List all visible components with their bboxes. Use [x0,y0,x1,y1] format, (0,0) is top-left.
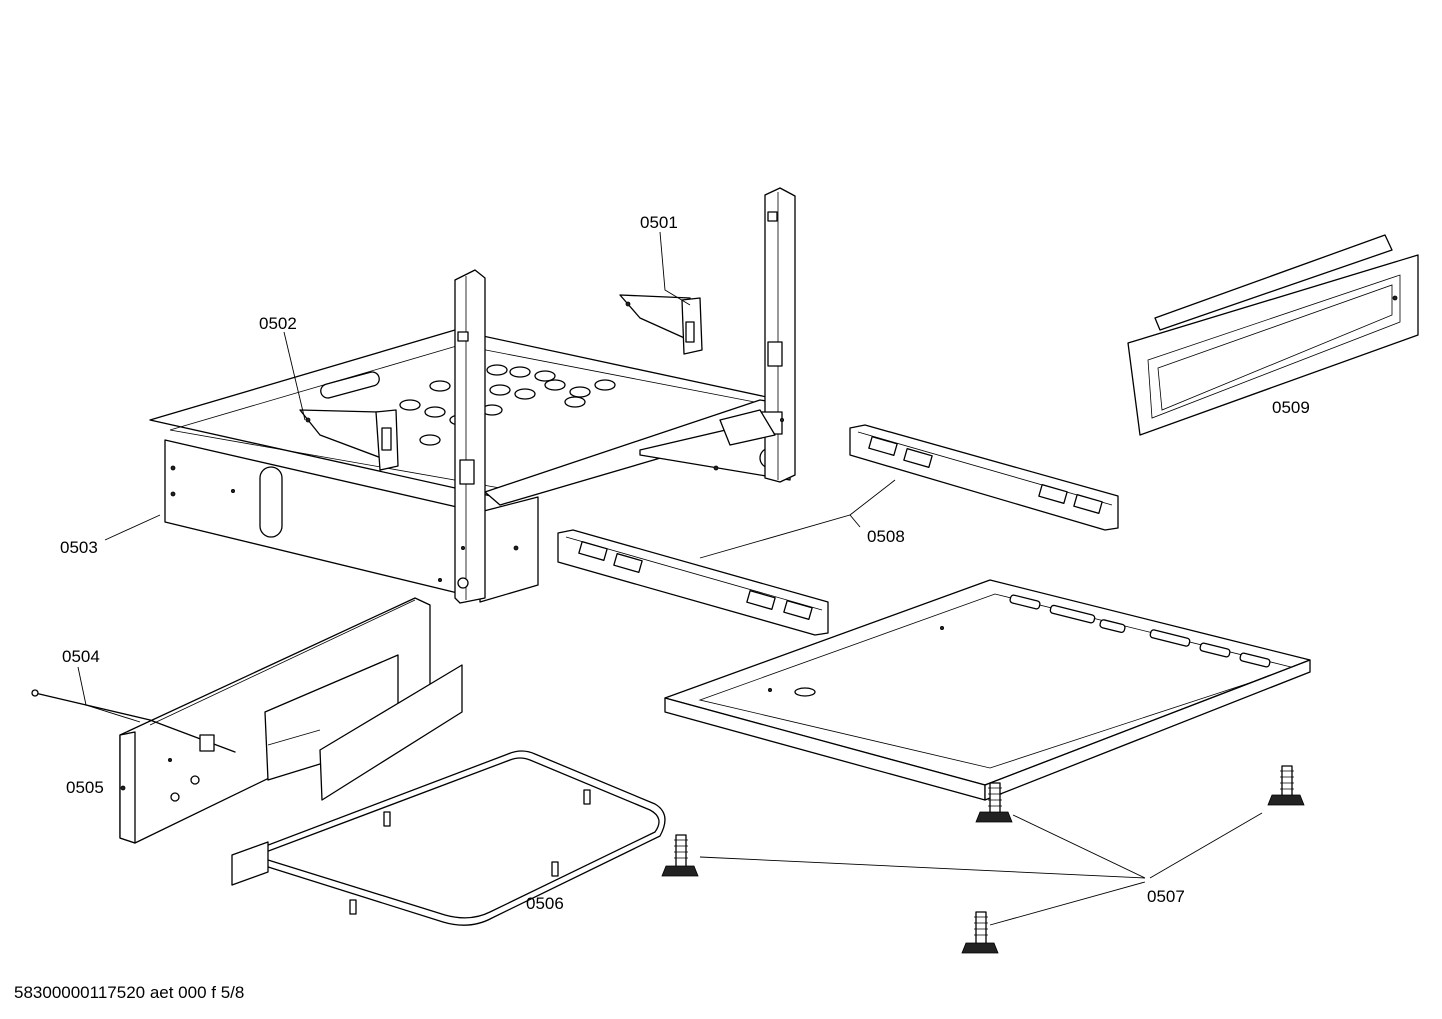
frame-rack-perforations [320,364,616,446]
frame-right-post [764,187,796,483]
frame-bracket [719,409,776,446]
drawing-id: 58300000117520 aet 000 f 5/8 [14,983,244,1002]
callout-0501: 0501 [640,213,678,232]
part-0508-rail-right [849,424,1119,531]
part-0507-foot-a [975,782,1013,823]
callout-0509: 0509 [1272,398,1310,417]
part-0504-sensor [31,689,236,753]
callout-0504: 0504 [62,647,100,666]
part-0501-hinge-bracket [619,294,703,355]
callout-0502: 0502 [259,314,297,333]
callout-0505: 0505 [66,778,104,797]
part-0506-heating-element [231,750,666,926]
part-0505-control-panel [119,597,463,844]
frame-left-post [454,269,486,604]
leader-lines [77,231,1263,926]
part-0502-hinge-bracket [299,409,399,471]
part-0507-foot-c [661,834,699,877]
part-0503-oven-frame [149,187,796,604]
callout-0506: 0506 [526,894,564,913]
part-0507-foot-b [1267,765,1305,806]
part-0509-front-panel [1127,234,1419,436]
part-0507-foot-d [961,911,999,954]
frame-side-slot [259,466,283,538]
bottom-frame [664,579,1311,801]
callout-0508: 0508 [867,527,905,546]
frame-front-box [479,496,539,603]
callout-0507: 0507 [1147,887,1185,906]
part-0508-rail-left [557,529,829,636]
callout-0503: 0503 [60,538,98,557]
